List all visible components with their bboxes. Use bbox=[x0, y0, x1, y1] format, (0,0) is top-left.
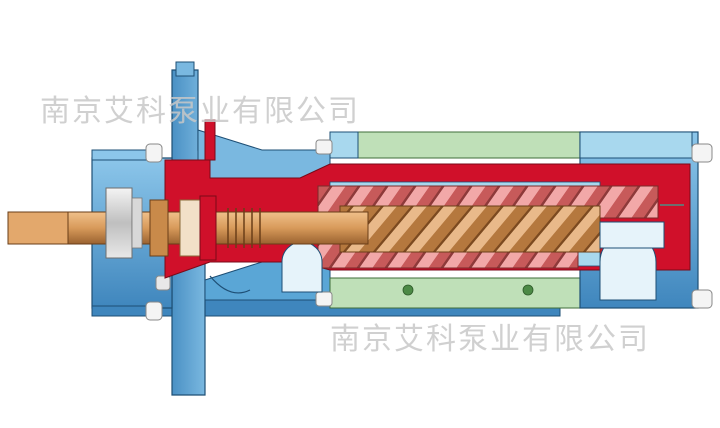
shaft-key-end bbox=[7, 211, 69, 245]
end-cover-top bbox=[579, 131, 693, 159]
shaft-grooves bbox=[227, 208, 261, 248]
power-rotor bbox=[339, 205, 601, 253]
bolt-head bbox=[691, 289, 713, 309]
end-bearing-seat-mid bbox=[281, 241, 323, 293]
balance-piston bbox=[599, 221, 665, 249]
adapter-cone bbox=[197, 129, 331, 181]
bearing-inner-race bbox=[131, 197, 143, 249]
pump-casing-bottom bbox=[329, 277, 581, 309]
flange-top-lip bbox=[175, 61, 195, 77]
seal-spring bbox=[199, 195, 217, 261]
bolt-head bbox=[315, 291, 333, 307]
pump-casing-top bbox=[329, 131, 581, 159]
inlet-port-top-left bbox=[329, 131, 359, 159]
mechanical-seal bbox=[179, 199, 201, 257]
bolt-head bbox=[691, 143, 713, 163]
bolt-head bbox=[145, 301, 163, 321]
bolt-head bbox=[155, 275, 171, 291]
bolt-head bbox=[315, 139, 333, 155]
adapter-window bbox=[209, 275, 251, 294]
ball-bearing bbox=[105, 187, 133, 259]
seal-housing-upper bbox=[204, 119, 216, 161]
bolt-head bbox=[145, 143, 163, 163]
shaft-collar bbox=[149, 199, 169, 257]
